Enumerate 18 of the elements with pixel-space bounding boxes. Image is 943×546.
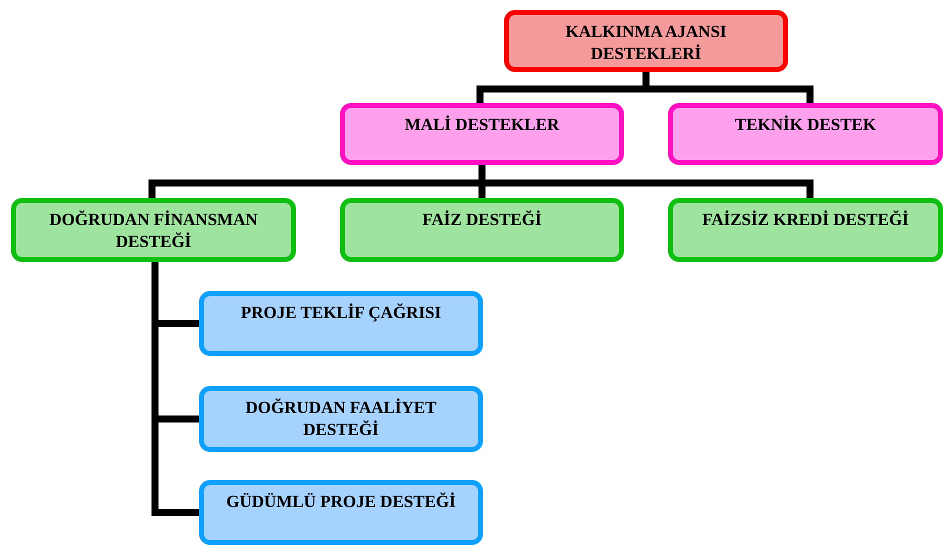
org-box [11, 198, 296, 262]
box-label: MALİ DESTEKLER [404, 114, 560, 136]
org-box [668, 198, 943, 262]
box-label: DOĞRUDAN FİNANSMAN DESTEĞİ [48, 209, 259, 253]
box-label: FAİZ DESTEĞİ [421, 209, 543, 231]
box-label: KALKINMA AJANSI DESTEKLERİ [564, 21, 728, 65]
box-label: DOĞRUDAN FAALİYET DESTEĞİ [244, 397, 438, 441]
org-box [668, 103, 943, 165]
box-label: GÜDÜMLÜ PROJE DESTEĞİ [225, 491, 457, 513]
org-box [340, 103, 624, 165]
box-label: TEKNİK DESTEK [734, 114, 878, 136]
org-box [504, 10, 788, 72]
org-box [199, 480, 483, 545]
box-label: PROJE TEKLİF ÇAĞRISI [240, 302, 442, 324]
org-box [199, 386, 483, 452]
org-box [199, 291, 483, 356]
org-box [340, 198, 624, 262]
box-label: FAİZSİZ KREDİ DESTEĞİ [701, 209, 910, 231]
